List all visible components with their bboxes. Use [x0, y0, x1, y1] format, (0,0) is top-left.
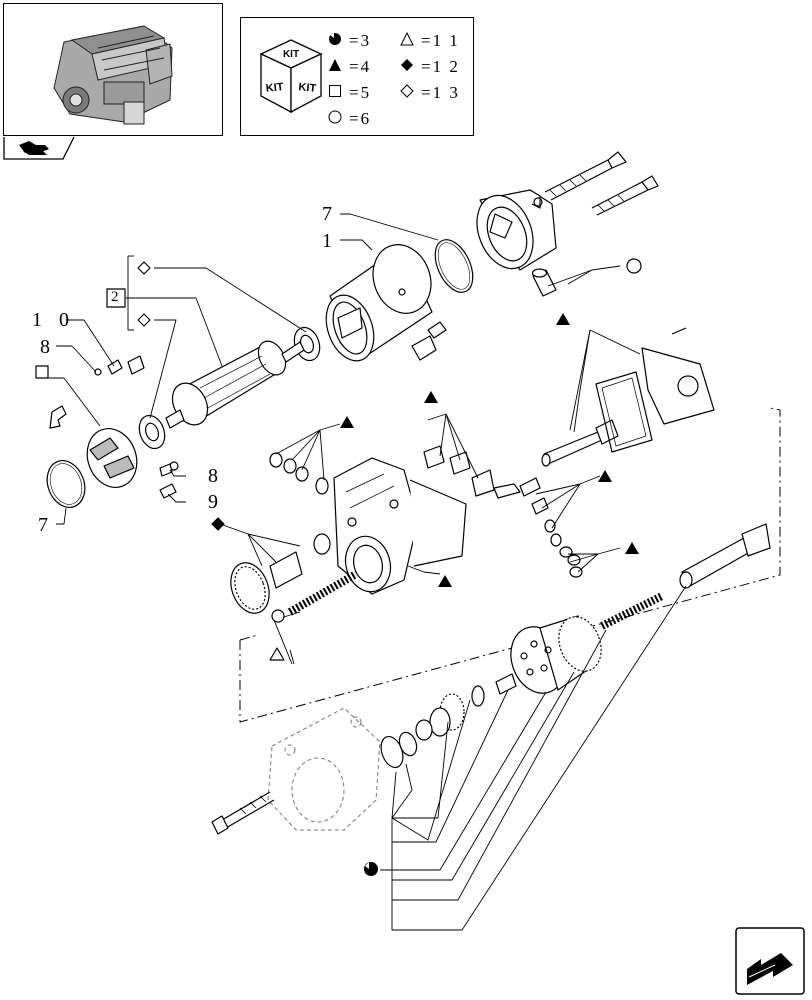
triangle-filled-icon [327, 58, 343, 75]
ref-diamond-open-icon [137, 313, 151, 327]
pinion-gear-left [230, 533, 331, 614]
armature [165, 340, 305, 429]
spring-right [600, 592, 664, 630]
legend-item: =1 1 [399, 31, 460, 50]
callout-8-screw: 8 [40, 336, 56, 358]
dashed-section-outline [239, 407, 781, 723]
ref-circle-open-icon [271, 609, 285, 623]
output-shaft [679, 523, 771, 589]
view-tab-icon[interactable] [3, 136, 75, 160]
engine-thumbnail [3, 3, 223, 136]
ref-diamond-filled-icon [211, 517, 225, 531]
callout-9-spring: 9 [208, 491, 224, 513]
legend-item: =3 [327, 32, 371, 49]
washer-stack-right [519, 477, 583, 578]
o-ring-lower [46, 460, 86, 508]
planetary-carrier [510, 615, 602, 694]
diamond-open-icon [399, 84, 415, 101]
ref-triangle-open-icon [269, 647, 285, 661]
kit-left-label: KIT [265, 81, 284, 95]
spring-small [471, 673, 517, 707]
legend-item: =1 2 [399, 58, 460, 75]
ball-bearing-rear [293, 326, 321, 362]
brush [94, 355, 145, 376]
ref-bullet-half-icon [364, 862, 378, 876]
legend-item: =6 [327, 110, 371, 127]
screw-small [159, 461, 179, 477]
circle-open-icon [327, 110, 343, 127]
drive-end-housing [333, 457, 467, 595]
legend-value: =4 [349, 57, 372, 76]
callout-7-oring: 7 [322, 203, 338, 225]
legend-value: =1 3 [421, 83, 460, 102]
legend-value: =1 1 [421, 31, 460, 50]
cover-plate [641, 327, 715, 425]
ball-bearing-front [138, 414, 166, 450]
leader-lines [46, 213, 687, 931]
ref-square-open-icon [35, 365, 49, 379]
callout-10-brush: 1 0 [32, 309, 75, 331]
bullet-half-icon [327, 32, 343, 49]
contact-set [423, 445, 521, 499]
engine-thumbnail-illustration [53, 25, 173, 125]
kit-icon: KIT KIT KIT [259, 39, 323, 114]
legend-item: =4 [327, 58, 371, 75]
callout-7-oring-lower: 7 [38, 514, 54, 536]
ref-triangle-filled-icon [340, 313, 639, 587]
diamond-filled-icon [399, 58, 415, 75]
pinion-gear-center [415, 693, 465, 741]
rear-end-cap [476, 189, 557, 271]
legend-item: =5 [327, 84, 371, 101]
kit-right-label: KIT [298, 81, 317, 95]
nut-washer-set-left [269, 452, 329, 495]
legend-item: =1 3 [399, 84, 460, 101]
square-open-icon [327, 84, 343, 101]
legend-box: KIT KIT KIT =3 =1 1 =4 =1 2 =5 =1 3 =6 [240, 17, 474, 136]
through-bolt-upper [544, 151, 627, 201]
o-ring-set-bottom [380, 731, 418, 769]
ref-diamond-open-icon [137, 261, 151, 275]
legend-value: =3 [349, 31, 372, 50]
terminal-clip [49, 405, 67, 429]
mounting-flange-ghost [267, 707, 381, 831]
triangle-open-icon [399, 31, 415, 49]
kit-top-label: KIT [283, 49, 299, 60]
legend-value: =1 2 [421, 57, 460, 76]
through-bolt-lower [591, 175, 659, 216]
callout-2-armature: 2 [111, 289, 119, 305]
field-housing [325, 244, 447, 362]
legend-value: =5 [349, 83, 372, 102]
ref-box-2-icon [106, 288, 126, 308]
legend-value: =6 [349, 109, 372, 128]
bushing [531, 268, 557, 297]
brush-spring [159, 483, 177, 499]
brush-plate [86, 428, 138, 488]
callout-1-housing: 1 [322, 230, 338, 252]
seal-frame [595, 371, 653, 453]
callout-8-screw-lower: 8 [208, 465, 224, 487]
ref-circle-open-icon [626, 258, 642, 274]
o-ring-upper [434, 239, 474, 293]
next-page-arrow-icon[interactable] [735, 927, 805, 995]
spring-left [288, 570, 358, 616]
mounting-bolt [211, 791, 275, 835]
